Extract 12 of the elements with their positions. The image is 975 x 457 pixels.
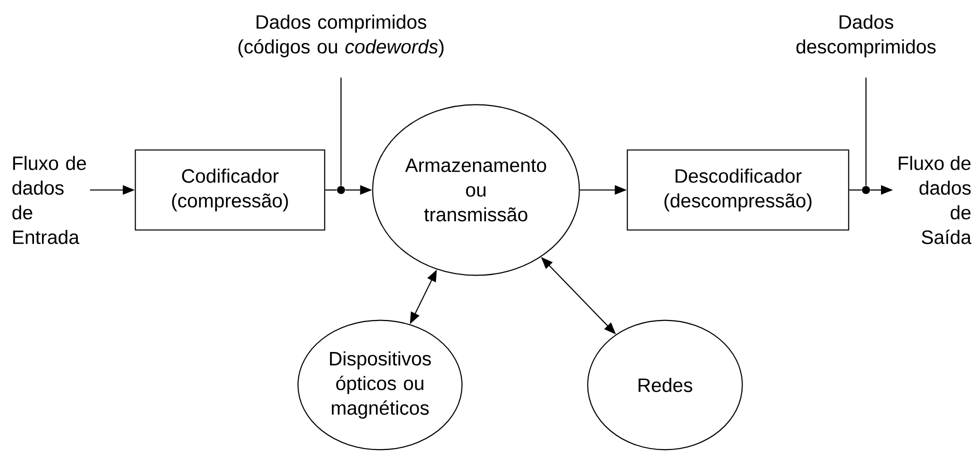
data-label: Dados comprimidos (códigos ou codewords) [238,14,444,58]
data-label: Dados descomprimidos [796,14,936,58]
connector-line [325,189,337,191]
junction-dot [862,186,870,194]
flow-label: Fluxo de dados de Entrada [12,156,86,244]
connector-line [849,189,862,191]
leader-line [865,78,867,186]
process-box: Codificador (compressão) [134,149,326,231]
process-box: Descodificador (descompressão) [626,149,850,231]
junction-dot [337,186,345,194]
leader-line [340,78,342,186]
flow-label: Fluxo de dados de Saída [898,156,972,244]
